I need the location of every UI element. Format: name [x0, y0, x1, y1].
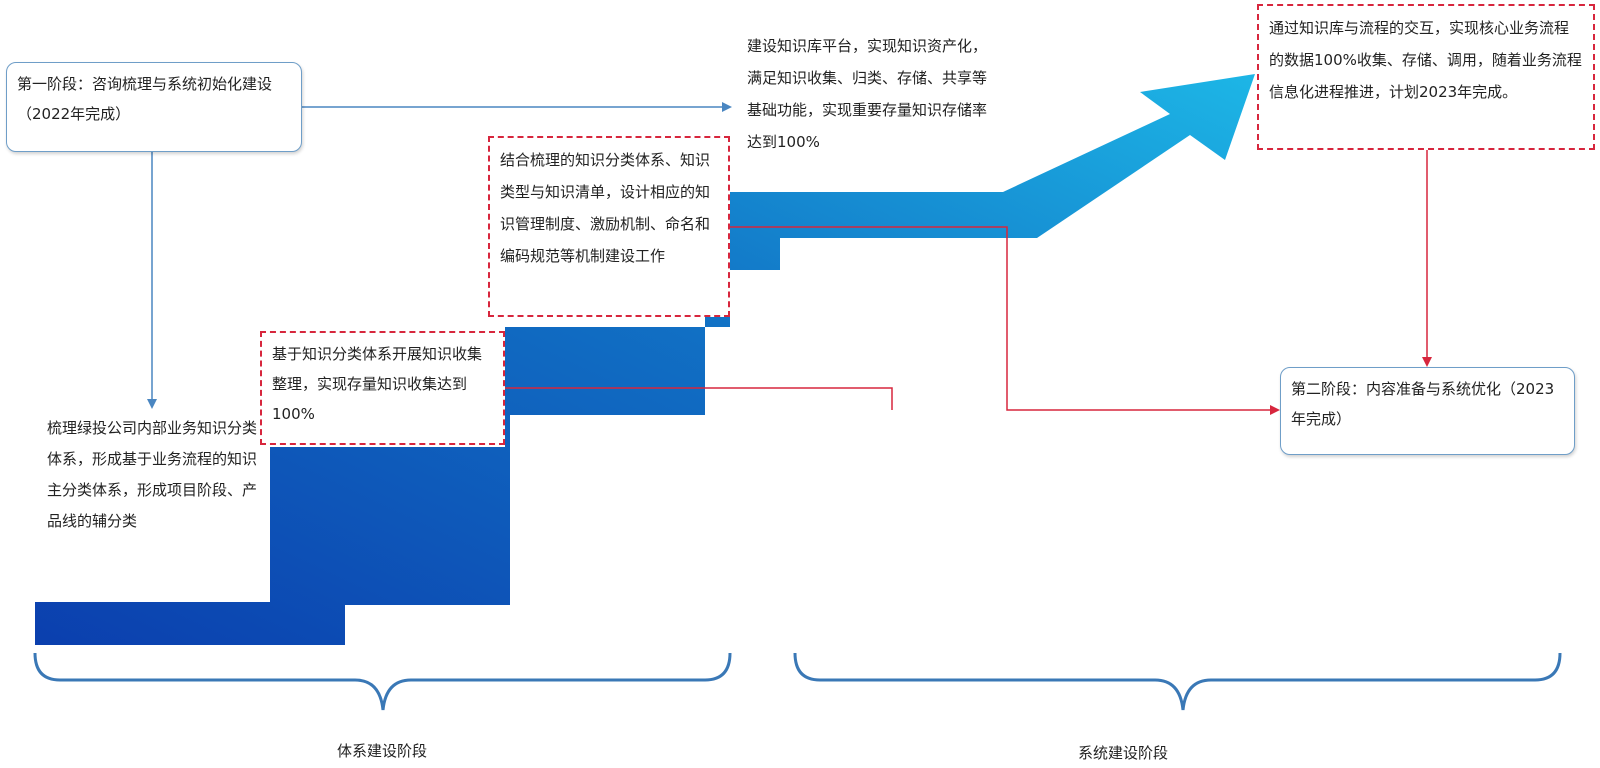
staircase-arrow-icon [35, 74, 1255, 645]
stage2-box: 第二阶段：内容准备与系统优化（2023年完成） [1280, 367, 1575, 455]
step4-text: 建设知识库平台，实现知识资产化，满足知识收集、归类、存储、共享等基础功能，实现重… [747, 30, 995, 158]
step3-box: 结合梳理的知识分类体系、知识类型与知识清单，设计相应的知识管理制度、激励机制、命… [488, 136, 730, 317]
step2-box: 基于知识分类体系开展知识收集整理，实现存量知识收集达到100% [260, 331, 505, 445]
step5-box: 通过知识库与流程的交互，实现核心业务流程的数据100%收集、存储、调用，随着业务… [1257, 4, 1595, 150]
curly-brace-icon [33, 652, 732, 711]
step4-description: 建设知识库平台，实现知识资产化，满足知识收集、归类、存储、共享等基础功能，实现重… [747, 37, 988, 151]
stage1-box: 第一阶段：咨询梳理与系统初始化建设（2022年完成） [6, 62, 302, 152]
step5-description: 通过知识库与流程的交互，实现核心业务流程的数据100%收集、存储、调用，随着业务… [1269, 19, 1582, 101]
red-connector-step2 [505, 387, 893, 410]
phase-label-platform-building: 系统建设阶段 [1077, 744, 1168, 762]
stage1-title: 第一阶段：咨询梳理与系统初始化建设（2022年完成） [17, 75, 273, 123]
step1-text: 梳理绿投公司内部业务知识分类体系，形成基于业务流程的知识主分类体系，形成项目阶段… [47, 413, 265, 537]
stage2-title: 第二阶段：内容准备与系统优化（2023年完成） [1291, 380, 1555, 428]
step2-description: 基于知识分类体系开展知识收集整理，实现存量知识收集达到100% [272, 345, 483, 423]
step1-description: 梳理绿投公司内部业务知识分类体系，形成基于业务流程的知识主分类体系，形成项目阶段… [47, 419, 258, 530]
step3-description: 结合梳理的知识分类体系、知识类型与知识清单，设计相应的知识管理制度、激励机制、命… [500, 151, 711, 265]
curly-brace-icon [793, 652, 1562, 711]
phase-label-system-building: 体系建设阶段 [336, 742, 427, 760]
red-connector-step3 [730, 226, 1280, 415]
